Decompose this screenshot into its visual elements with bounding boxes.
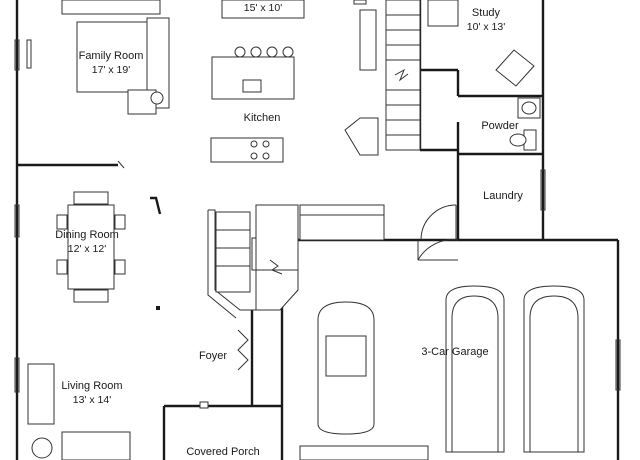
room-name: Study	[471, 7, 501, 19]
room-name: 3-Car Garage	[421, 346, 489, 358]
living-room-label: Living Room 13' x 14'	[52, 380, 132, 407]
covered-porch-label: Covered Porch	[178, 446, 268, 460]
family-room-furniture	[26, 0, 170, 115]
room-name: Powder	[481, 120, 519, 132]
study-furniture	[427, 0, 535, 87]
kitchen-furniture	[210, 0, 305, 163]
family-room-label: Family Room 17' x 19'	[70, 50, 152, 77]
main-stair	[344, 0, 421, 156]
room-name: Family Room	[78, 50, 144, 62]
foyer-stair	[199, 204, 385, 409]
room-dimensions: 13' x 14'	[72, 393, 112, 406]
room-name: Kitchen	[243, 112, 281, 124]
dining-room-label: Dining Room 12' x 12'	[46, 229, 128, 256]
study-label: Study 10' x 13'	[445, 7, 527, 34]
room-dimensions: 17' x 19'	[91, 63, 131, 76]
garage-vehicles	[299, 285, 585, 460]
foyer-label: Foyer	[190, 350, 236, 364]
room-name: Foyer	[198, 350, 228, 362]
laundry-door	[417, 204, 459, 261]
powder-label: Powder	[470, 120, 530, 134]
kitchen-label: Kitchen	[221, 112, 303, 126]
room-name: Covered Porch	[186, 446, 260, 458]
room-name: Dining Room	[55, 229, 119, 241]
room-name: Living Room	[61, 380, 123, 392]
room-dimensions: 10' x 13'	[466, 20, 506, 33]
room-name: Laundry	[483, 190, 523, 202]
dining-area-top-label: 15' x 10'	[222, 2, 304, 15]
powder-fixtures	[509, 97, 541, 151]
laundry-label: Laundry	[472, 190, 534, 204]
garage-label: 3-Car Garage	[410, 346, 500, 360]
room-dimensions: 12' x 12'	[67, 242, 107, 255]
living-room-furniture	[27, 363, 131, 460]
dining-room-furniture	[56, 191, 162, 310]
room-dimensions: 15' x 10'	[243, 2, 283, 14]
